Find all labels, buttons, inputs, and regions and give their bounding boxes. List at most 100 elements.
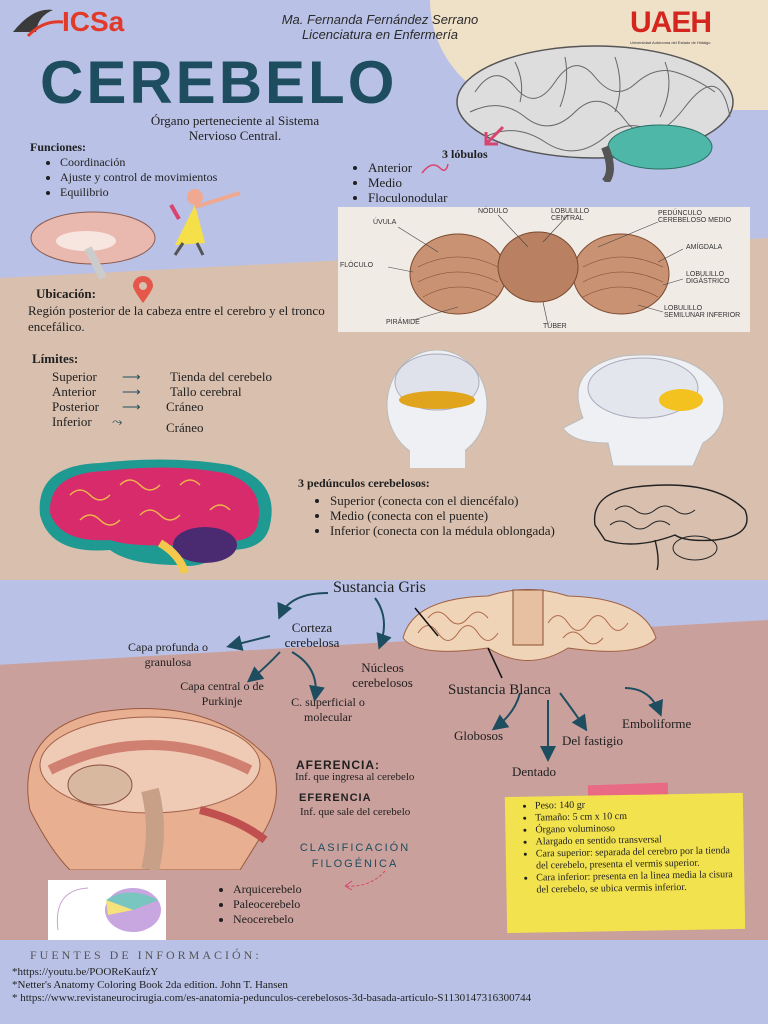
logo-swoosh-icon	[13, 9, 64, 38]
funcion-item: Coordinación	[60, 155, 217, 170]
aferencia-heading: AFERENCIA:	[296, 758, 380, 772]
cerebellum-diagram: ÚVULA NÓDULO LOBULILLO CENTRAL PEDÚNCULO…	[338, 207, 750, 332]
label-pedunculo: PEDÚNCULO CEREBELOSO MEDIO	[658, 210, 732, 224]
limites-table: Superior ⟶ Tienda del cerebelo Anterior ⟶ Ta…	[52, 369, 272, 435]
limite-right: Cráneo	[166, 420, 204, 435]
funcion-item: Ajuste y control de movimientos	[60, 170, 217, 185]
lobulo-item: Floculonodular	[368, 190, 447, 205]
sustancia-gris-label: Sustancia Gris	[333, 579, 426, 596]
intro-text: Órgano perteneciente al Sistema Nervioso…	[150, 113, 320, 143]
pedunculos-heading: 3 pedúnculos cerebelosos:	[298, 476, 430, 490]
brain-sketch-icon	[456, 45, 734, 182]
lobulos-heading: 3 lóbulos	[442, 147, 488, 161]
limite-right: Tallo cerebral	[170, 384, 242, 399]
cerebellum-section-icon	[402, 589, 657, 661]
cerebellum-color-icon	[56, 887, 161, 932]
pedunculo-item: Medio (conecta con el puente)	[330, 508, 568, 523]
limites-heading: Límites:	[32, 351, 79, 366]
fuente-item: * https://www.revistaneurocirugia.com/es…	[12, 992, 532, 1004]
pedunculos-section: 3 pedúnculos cerebelosos: Superior (cone…	[298, 476, 568, 538]
limite-right: Tienda del cerebelo	[170, 369, 273, 384]
corteza-label: Corteza cerebelosa	[284, 620, 340, 650]
clasificacion-heading: CLASIFICACIÓN FILOGÉNICA	[299, 842, 411, 870]
fastigio-label: Del fastigio	[562, 733, 624, 748]
arrow-right-icon: ⟶	[122, 399, 141, 414]
sagittal-brain-icon	[30, 211, 156, 280]
limite-left: Inferior	[52, 414, 92, 429]
clasificacion-list: Arquicerebelo Paleocerebelo Neocerebelo	[215, 882, 302, 927]
colorful-brain-icon	[39, 459, 272, 575]
location-pin-icon	[133, 276, 153, 303]
arrow-right-icon: ⟶	[122, 369, 141, 384]
cerebellum-underside-icon	[387, 214, 684, 326]
program-name: Licenciatura en Enfermería	[301, 27, 459, 42]
label-lobulillo-digastrico: LOBULILLO DIGÁSTRICO	[686, 271, 730, 285]
label-lobulillo-semilunar: LOBULILLO SEMILUNAR INFERIOR	[664, 305, 741, 319]
lobulo-item: Medio	[368, 175, 447, 190]
arrow-right-icon: ⤳	[112, 414, 123, 429]
emboliforme-label: Emboliforme	[622, 716, 692, 731]
phylogenic-diagram	[48, 880, 166, 940]
lobulo-item: Anterior	[368, 160, 447, 175]
fact-item: Cara inferior: presenta en la linea medi…	[536, 869, 738, 897]
sustancia-blanca-label: Sustancia Blanca	[448, 682, 551, 698]
funciones-heading: Funciones:	[30, 140, 87, 154]
brain-outline-icon	[593, 484, 748, 570]
fuentes-list: *https://youtu.be/POOReKaufzY *Netter's …	[12, 966, 760, 1005]
dashed-arrow-icon	[344, 870, 386, 891]
lobulos-list: Anterior Medio Floculonodular	[350, 160, 447, 205]
limite-right: Cráneo	[166, 399, 204, 414]
dancer-icon	[169, 189, 241, 256]
fuente-item: *https://youtu.be/POOReKaufzY	[12, 966, 159, 978]
funciones-section: Funciones: Coordinación Ajuste y control…	[30, 140, 217, 200]
pedunculo-item: Superior (conecta con el diencéfalo)	[330, 493, 568, 508]
icsa-logo: ICSa	[8, 2, 188, 42]
limite-row: Superior ⟶ Tienda del cerebelo	[52, 369, 272, 384]
page-title: CEREBELO	[40, 49, 398, 116]
fact-item: Cara superior: separada del cerebro por …	[536, 845, 738, 873]
limite-left: Anterior	[52, 384, 97, 399]
aferencia-text: Inf. que ingresa al cerebelo	[295, 771, 415, 783]
head-side-icon	[562, 354, 725, 466]
label-uvula: ÚVULA	[373, 219, 397, 226]
pedunculo-item: Inferior (conecta con la médula oblongad…	[330, 523, 568, 538]
clasificacion-item: Neocerebelo	[233, 912, 302, 927]
clasificacion-item: Paleocerebelo	[233, 897, 302, 912]
dentado-label: Dentado	[512, 764, 557, 779]
label-amigdala: AMÍGDALA	[686, 244, 723, 251]
nucleos-label: Núcleos cerebelosos	[352, 660, 413, 690]
head-sagittal-icon	[27, 707, 277, 870]
limite-row: Posterior ⟶ Cráneo	[52, 399, 204, 414]
c-superficial-label: C. superficial o molecular	[291, 695, 365, 724]
arrow-right-icon: ⟶	[122, 384, 141, 399]
eferencia-text: Inf. que sale del cerebelo	[300, 806, 411, 818]
funcion-item: Equilibrio	[60, 185, 217, 200]
ubicacion-text: Región posterior de la cabeza entre el c…	[28, 303, 325, 334]
uaeh-logo-subtitle: Universidad Autónoma del Estado de Hidal…	[630, 40, 711, 45]
capa-profunda-label: Capa profunda o granulosa	[128, 640, 208, 669]
limite-left: Posterior	[52, 399, 99, 414]
label-floculo: FLÓCULO	[340, 262, 374, 269]
fuente-item: *Netter's Anatomy Coloring Book 2da edit…	[12, 979, 288, 991]
uaeh-logo: UAEH Universidad Autónoma del Estado de …	[630, 6, 760, 46]
clasificacion-item: Arquicerebelo	[233, 882, 302, 897]
label-lobulillo-central: LOBULILLO CENTRAL	[551, 208, 590, 222]
label-piramide: PIRÁMIDE	[386, 319, 420, 326]
pink-curl-icon	[421, 163, 449, 174]
pink-arrow-icon	[484, 125, 505, 146]
limite-left: Superior	[52, 369, 97, 384]
arrows-icon	[226, 592, 663, 762]
facts-note: Peso: 140 gr Tamaño: 5 cm x 10 cm Órgano…	[504, 792, 746, 934]
eferencia-heading: EFERENCIA	[299, 792, 372, 804]
fuentes-heading: FUENTES DE INFORMACIÓN:	[30, 948, 262, 962]
author-name: Ma. Fernanda Fernández Serrano	[281, 12, 479, 27]
head-front-icon	[386, 350, 488, 468]
uaeh-logo-text: UAEH	[630, 6, 712, 39]
icsa-logo-text: ICSa	[62, 6, 125, 37]
ubicacion-heading: Ubicación:	[36, 286, 96, 301]
capa-central-label: Capa central o de Purkinje	[180, 679, 264, 708]
globosos-label: Globosos	[454, 728, 504, 743]
label-nodulo: NÓDULO	[478, 208, 508, 215]
label-tuber: TÚBER	[543, 323, 567, 330]
limite-row: Inferior ⤳ Cráneo	[52, 414, 204, 435]
